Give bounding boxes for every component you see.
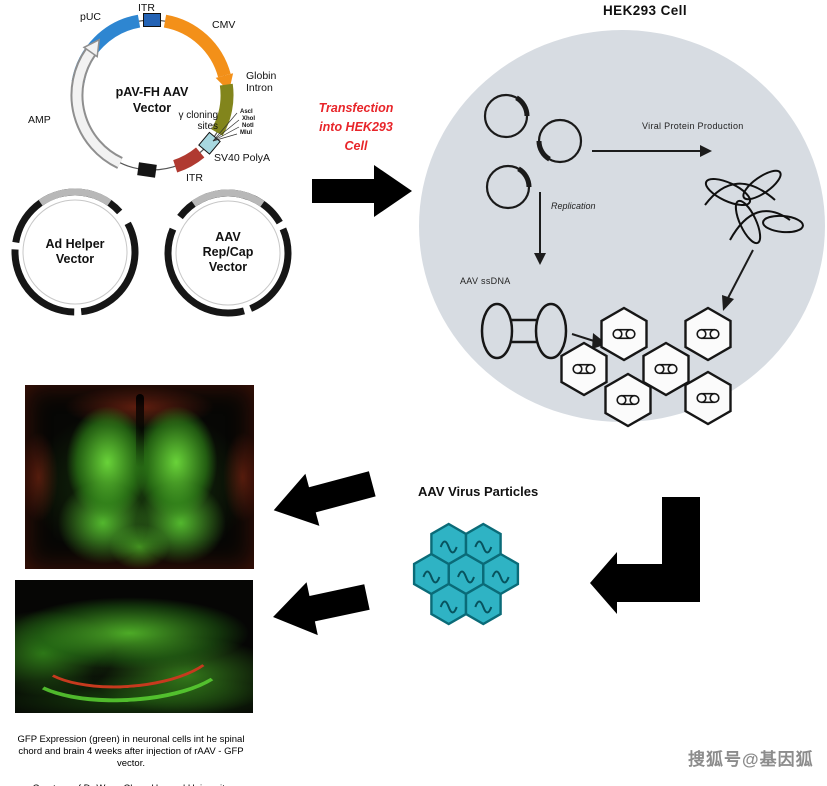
capsid-hexagon — [602, 308, 647, 360]
aav-particle-hexagon — [464, 582, 502, 626]
sohu-watermark: 搜狐号@基因狐 — [688, 750, 814, 769]
sv40-polya-label: SV40 PolyA — [214, 152, 271, 164]
aav-particle-hexagon — [464, 522, 502, 566]
enzyme-label-noti: NotI — [242, 123, 254, 129]
hek293-cell-title: HEK293 Cell — [603, 3, 687, 18]
globin-intron-label: Globin Intron — [246, 70, 277, 94]
itr-bottom-box — [137, 162, 157, 178]
replication-label: Replication — [551, 201, 596, 211]
aav-particle-hexagon — [430, 582, 468, 626]
enzyme-label-mlui: MluI — [240, 130, 252, 136]
cloning-sites-label: γ cloning sites — [178, 110, 218, 132]
injection-arrow-brain — [273, 582, 370, 636]
ad-helper-vector-label: Ad Helper Vector — [45, 237, 105, 266]
figure-caption: GFP Expression (green) in neuronal cells… — [0, 722, 262, 786]
aav-repcap-vector-label: AAV Rep/Cap Vector — [202, 230, 254, 274]
caption-text: GFP Expression (green) in neuronal cells… — [17, 734, 245, 769]
pav-fh-plasmid-map — [70, 13, 240, 178]
spinal-fissure-shading — [135, 394, 144, 468]
capsid-hexagon — [686, 372, 731, 424]
amp-label: AMP — [28, 114, 51, 126]
aav-repcap-vector-circle — [164, 189, 292, 317]
cloning-sites-box — [198, 131, 221, 155]
capsid-hexagon — [606, 374, 651, 426]
itr-top-box — [143, 13, 161, 27]
transfection-arrow — [312, 165, 412, 217]
puc-label: pUC — [80, 11, 102, 23]
globin-intron-segment — [211, 83, 234, 136]
cmv-segment — [163, 14, 231, 78]
aav-virus-particles-label: AAV Virus Particles — [418, 484, 539, 499]
viral-protein-production-label: Viral Protein Production — [642, 121, 744, 131]
enzyme-pointer-lines — [212, 112, 240, 142]
capsid-assembly-arrow — [722, 249, 754, 311]
ssdna-structure — [480, 302, 568, 360]
injection-arrow-spinal — [273, 471, 376, 526]
cmv-label: CMV — [212, 19, 236, 31]
viral-protein-squiggles — [704, 169, 804, 245]
aav-particle-cluster — [412, 522, 520, 626]
cell-exit-arrow — [590, 497, 700, 614]
ad-helper-vector-circle — [11, 188, 139, 316]
hippocampus-fluorescence-image — [15, 580, 253, 713]
amp-arrowhead — [82, 38, 101, 58]
aav-particle-hexagon — [430, 522, 468, 566]
plasmid-title: pAV-FH AAV Vector — [115, 85, 189, 115]
caption-credit: Courtesy of Dr Wang Chen, Harvard Univer… — [0, 783, 262, 786]
spinal-cord-fluorescence-image — [25, 385, 254, 569]
sv40-polya-segment — [172, 147, 205, 173]
enzyme-label-xhoi: XhoI — [242, 116, 255, 122]
capsid-hexagon — [562, 343, 607, 395]
itr-top-label: ITR — [138, 2, 155, 14]
plasmids-in-cell — [483, 93, 583, 210]
transfection-label: Transfection into HEK293 Cell — [318, 101, 394, 153]
amp-segment — [72, 49, 122, 168]
aav-ssdna-label: AAV ssDNA — [460, 276, 511, 286]
enzyme-label-asci: AscI — [240, 109, 253, 115]
capsid-hexagon — [686, 308, 731, 360]
replication-arrow — [534, 192, 546, 265]
itr-bottom-label: ITR — [186, 172, 203, 184]
viral-protein-arrow — [592, 145, 712, 157]
